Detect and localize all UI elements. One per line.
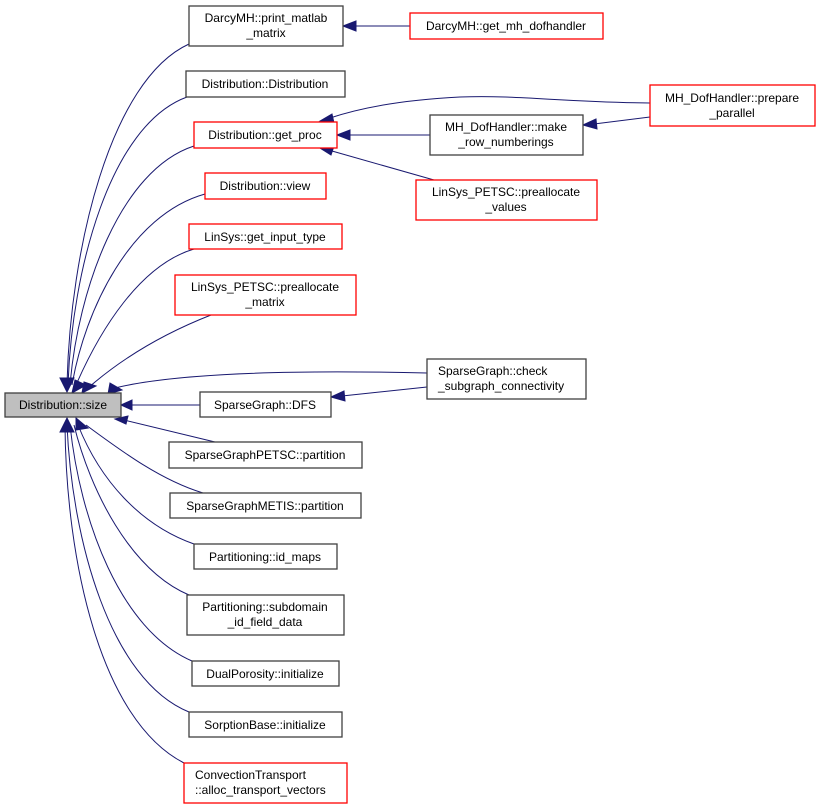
node-label: Distribution::size [19, 398, 107, 412]
node-alloc-transport-vectors[interactable]: ConvectionTransport ::alloc_transport_ve… [183, 762, 348, 804]
edge-sorption [66, 424, 190, 713]
node-label: MH_DofHandler::prepare [665, 91, 799, 105]
arrowhead [107, 382, 124, 395]
node-view[interactable]: Distribution::view [204, 172, 327, 200]
arrowhead [81, 381, 98, 394]
node-preallocate-values[interactable]: LinSys_PETSC::preallocate _values [415, 179, 598, 221]
edge-metis-partition [85, 424, 204, 494]
edge-view [71, 193, 206, 386]
node-label: Partitioning::subdomain [202, 600, 327, 614]
node-label: Distribution::Distribution [202, 77, 329, 91]
edge-get-proc [69, 145, 195, 386]
edge-id-maps [77, 424, 195, 545]
node-subdomain-id-field-data[interactable]: Partitioning::subdomain _id_field_data [186, 594, 345, 636]
node-id-maps[interactable]: Partitioning::id_maps [193, 543, 338, 570]
node-label: ::alloc_transport_vectors [195, 783, 326, 797]
node-preallocate-matrix[interactable]: LinSys_PETSC::preallocate _matrix [174, 274, 357, 316]
node-check-subgraph-connectivity[interactable]: SparseGraph::check _subgraph_connectivit… [426, 358, 587, 400]
node-label: Distribution::get_proc [208, 128, 321, 142]
node-label: SorptionBase::initialize [204, 718, 326, 732]
node-dual-porosity-initialize[interactable]: DualPorosity::initialize [191, 660, 340, 687]
node-label: LinSys::get_input_type [204, 230, 326, 244]
node-label: _values [484, 200, 526, 214]
edge-preallocate-values [331, 150, 435, 181]
edge-print-matlab [66, 43, 190, 386]
node-print-matlab-matrix[interactable]: DarcyMH::print_matlab _matrix [188, 5, 344, 47]
edge-check-subgraph-root [114, 371, 428, 389]
node-label: MH_DofHandler::make [445, 120, 567, 134]
node-label: SparseGraphPETSC::partition [185, 448, 346, 462]
node-label: LinSys_PETSC::preallocate [432, 185, 580, 199]
edge-preallocate-matrix [87, 314, 212, 389]
node-label: SparseGraphMETIS::partition [186, 499, 343, 513]
node-label: DualPorosity::initialize [206, 667, 324, 681]
node-label: LinSys_PETSC::preallocate [191, 280, 339, 294]
node-label: _matrix [244, 295, 284, 309]
arrowhead [329, 390, 346, 402]
node-get-mh-dofhandler[interactable]: DarcyMH::get_mh_dofhandler [409, 12, 604, 40]
edge-subdomain [73, 424, 190, 596]
node-dfs[interactable]: SparseGraph::DFS [199, 391, 332, 418]
node-get-proc[interactable]: Distribution::get_proc [193, 121, 338, 149]
arrowhead [581, 118, 598, 130]
arrowhead [119, 399, 133, 411]
arrowhead [71, 379, 88, 395]
arrowheads [59, 20, 598, 433]
edge-check-to-dfs [341, 386, 428, 397]
arrowhead [75, 416, 90, 431]
node-sorption-initialize[interactable]: SorptionBase::initialize [188, 711, 343, 738]
node-label: Partitioning::id_maps [209, 550, 321, 564]
arrowhead [341, 20, 357, 32]
node-prepare-parallel[interactable]: MH_DofHandler::prepare _parallel [649, 84, 816, 127]
edge-petsc-partition [123, 419, 216, 443]
node-label: SparseGraph::check [438, 364, 548, 378]
edge-alloc-transport [64, 424, 185, 764]
edge-prepare-to-make-row [593, 116, 651, 125]
node-label: DarcyMH::get_mh_dofhandler [426, 19, 586, 33]
arrowhead [335, 129, 351, 141]
node-metis-partition[interactable]: SparseGraphMETIS::partition [169, 492, 362, 519]
node-petsc-partition[interactable]: SparseGraphPETSC::partition [168, 441, 363, 469]
arrowhead [59, 416, 75, 433]
node-label: _parallel [708, 106, 754, 120]
node-get-input-type[interactable]: LinSys::get_input_type [188, 223, 343, 250]
node-label: ConvectionTransport [195, 768, 307, 782]
node-label: _subgraph_connectivity [437, 379, 564, 393]
node-label: _matrix [245, 26, 285, 40]
node-distribution-size[interactable]: Distribution::size [4, 392, 122, 418]
edge-prepare-to-get-proc [329, 96, 651, 119]
edge-dual-porosity [69, 424, 193, 662]
node-label: DarcyMH::print_matlab [205, 11, 328, 25]
node-make-row-numberings[interactable]: MH_DofHandler::make _row_numberings [429, 114, 584, 156]
node-label: Distribution::view [220, 179, 311, 193]
edge-get-input-type [75, 248, 195, 386]
node-distribution-ctor[interactable]: Distribution::Distribution [185, 70, 346, 98]
edge-distribution-ctor [67, 96, 188, 386]
node-label: _id_field_data [227, 615, 303, 629]
node-label: SparseGraph::DFS [214, 398, 316, 412]
node-label: _row_numberings [457, 135, 553, 149]
edges [64, 25, 651, 764]
arrowhead [59, 377, 75, 394]
